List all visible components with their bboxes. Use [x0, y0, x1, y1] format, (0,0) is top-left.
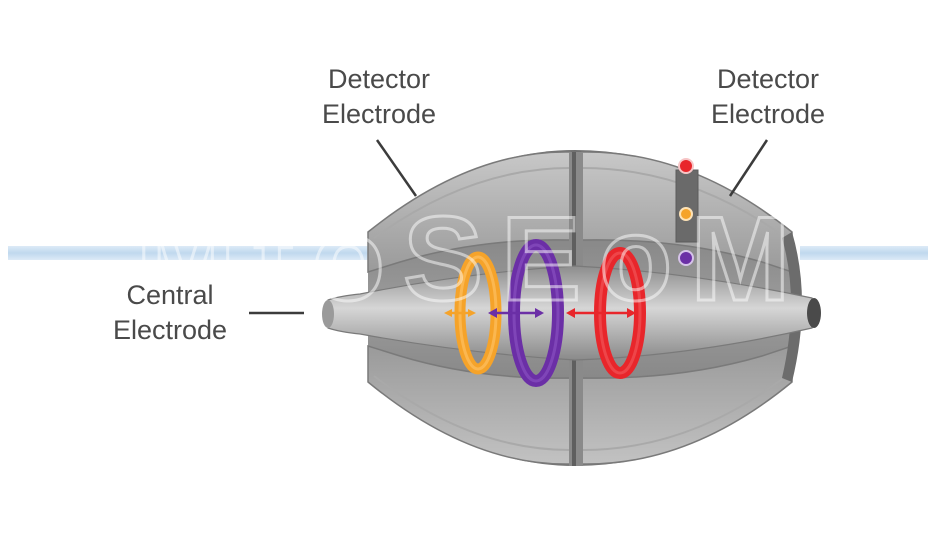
purple-ion — [678, 250, 694, 266]
label-line: Electrode — [321, 99, 437, 129]
watermark-band-left — [8, 246, 368, 260]
orange-ion — [679, 207, 693, 221]
purple-ion-ring — [488, 239, 564, 387]
leader-line-detector-left — [375, 139, 418, 197]
label-line: Detector — [716, 64, 820, 94]
label-line: Electrode — [710, 99, 826, 129]
detector-electrode-right-label: Detector Electrode — [689, 62, 847, 132]
red-ion — [678, 158, 694, 174]
detector-electrode-left — [367, 151, 571, 465]
label-line: Electrode — [112, 315, 228, 345]
watermark: MtoSEoM — [134, 191, 809, 328]
red-ion-ring — [566, 247, 646, 379]
central-electrode-label: Central Electrode — [100, 278, 240, 348]
label-line: Central — [126, 280, 214, 310]
leader-line-detector-right — [728, 139, 769, 197]
watermark-band-right — [800, 246, 928, 260]
svg-text:MtoSEoM: MtoSEoM — [136, 192, 809, 326]
label-line: Detector — [327, 64, 431, 94]
detector-electrode-left-label: Detector Electrode — [300, 62, 458, 132]
